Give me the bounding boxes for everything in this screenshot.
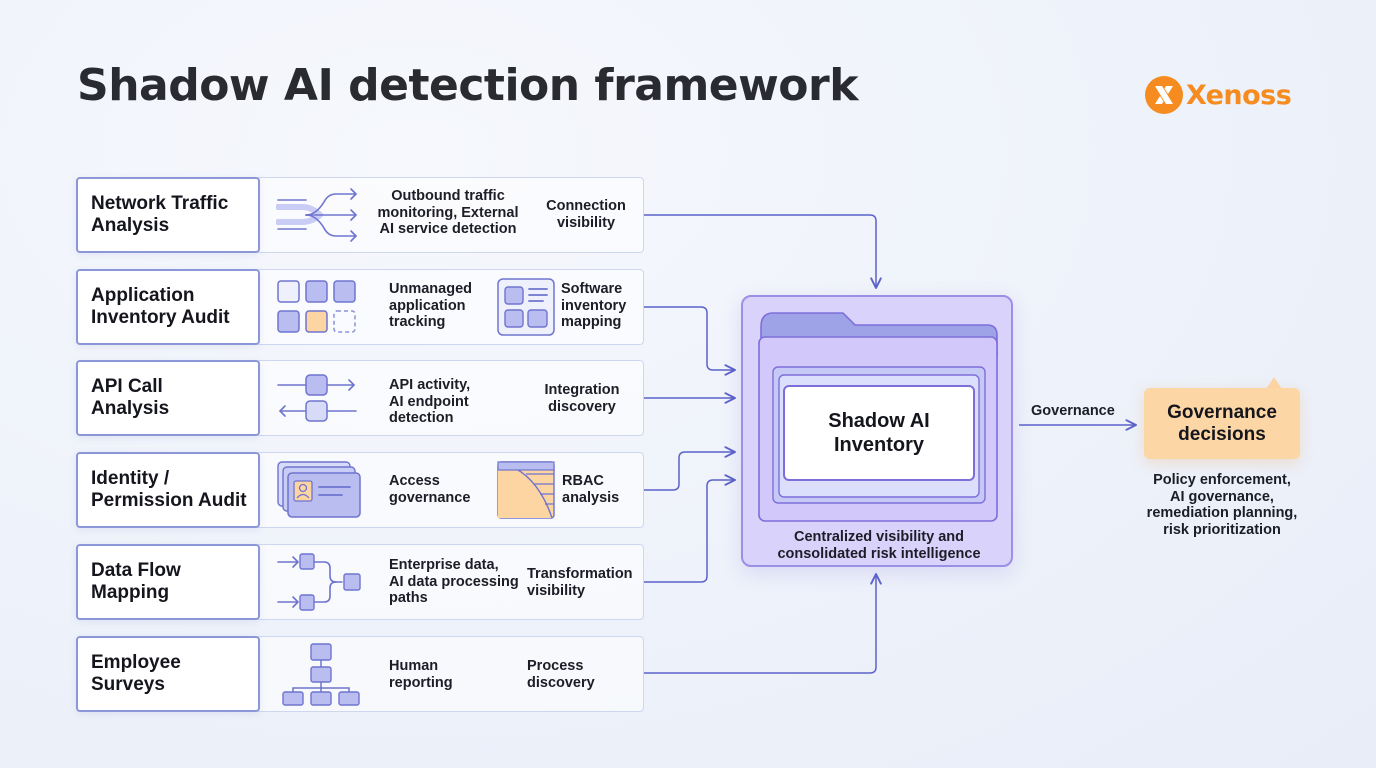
row-detail-panel [256,360,644,436]
brand-logo: Xenoss [1144,74,1292,116]
row-description: Outbound traffic monitoring, External AI… [377,188,519,237]
api-exchange-icon [276,372,360,424]
governance-decisions-box: Governance decisions [1144,388,1300,459]
connector-network [644,214,882,289]
row-employee-surveys: Employee Surveys Human reporting Process… [76,636,644,712]
app-grid-icon [276,279,358,335]
governance-arrow-label: Governance [1031,403,1115,419]
row-data-flow: Data Flow Mapping Enterprise data, AI da… [76,544,644,620]
row-identity-permission: Identity / Permission Audit Access gover… [76,452,644,528]
row-detail-panel [256,544,644,620]
governance-box-notch [1266,377,1282,389]
row-outcome: Transformation visibility [527,566,633,599]
row-outcome: Integration discovery [544,382,620,415]
id-cards-icon [276,460,362,520]
shadow-ai-inventory-panel: Shadow AI Inventory Centralized visibili… [741,295,1013,567]
inventory-caption: Centralized visibility and consolidated … [777,529,981,562]
row-description: Human reporting [389,658,453,691]
row-label-identity-permission: Identity / Permission Audit [76,452,260,528]
row-network-traffic: Network Traffic Analysis Outbound traffi… [76,177,644,253]
row-application-inventory: Application Inventory Audit Unmanaged ap… [76,269,644,345]
row-description: Access governance [389,473,471,506]
connector-surveys [644,573,882,674]
row-label-employee-surveys: Employee Surveys [76,636,260,712]
governance-details: Policy enforcement, AI governance, remed… [1146,472,1298,538]
inventory-title: Shadow AI Inventory [783,385,975,481]
row-api-call: API Call Analysis API activity, AI endpo… [76,360,644,436]
page-title: Shadow AI detection framework [77,60,858,111]
row-outcome: RBAC analysis [562,473,620,506]
row-outcome: Connection visibility [546,198,626,231]
row-description: API activity, AI endpoint detection [389,377,471,426]
row-label-data-flow: Data Flow Mapping [76,544,260,620]
xenoss-logo-icon [1145,76,1183,114]
row-description: Enterprise data, AI data processing path… [389,557,519,606]
row-label-api-call: API Call Analysis [76,360,260,436]
rbac-layers-icon [496,460,556,520]
row-label-network-traffic: Network Traffic Analysis [76,177,260,253]
row-label-application-inventory: Application Inventory Audit [76,269,260,345]
data-flow-icon [276,552,366,614]
connector-application [644,306,736,376]
connector-identity [644,446,736,491]
row-outcome: Software inventory mapping [561,281,627,330]
inventory-list-icon [496,277,556,337]
row-outcome: Process discovery [527,658,595,691]
connector-dataflow [644,474,736,583]
row-description: Unmanaged application tracking [389,281,472,330]
hierarchy-icon [281,642,365,706]
brand-name: Xenoss [1186,79,1292,111]
branching-arrows-icon [276,186,360,244]
